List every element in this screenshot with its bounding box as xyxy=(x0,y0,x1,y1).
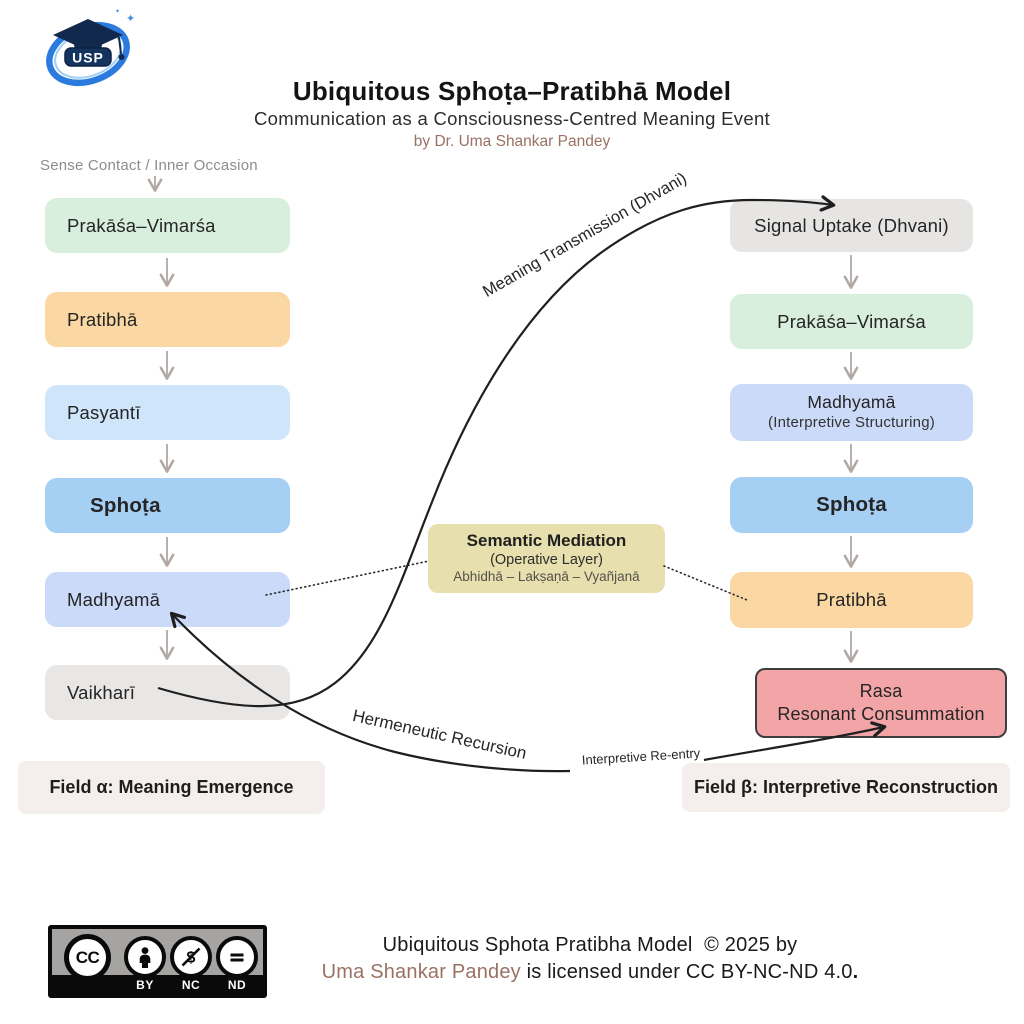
logo-text: USP xyxy=(72,50,104,66)
box-label: Pasyantī xyxy=(67,401,141,423)
entry-label: Sense Contact / Inner Occasion xyxy=(40,157,258,174)
box-right-signal-uptake: Signal Uptake (Dhvani) xyxy=(730,199,973,252)
box-left-prakasa-vimarsa: Prakāśa–Vimarśa xyxy=(45,198,290,253)
box-label: Vaikharī xyxy=(67,681,136,703)
sparkle-icon: ✦ xyxy=(115,8,120,15)
box-left-pasyanti: Pasyantī xyxy=(45,385,290,440)
box-label: Prakāśa–Vimarśa xyxy=(67,214,216,236)
flow-label-hermeneutic-recursion: Hermeneutic Recursion xyxy=(350,706,529,764)
box-left-pratibha: Pratibhā xyxy=(45,292,290,347)
box-label: Pratibhā xyxy=(816,589,887,610)
box-label: Rasa xyxy=(859,680,903,701)
field-beta-label: Field β: Interpretive Reconstruction xyxy=(682,763,1010,812)
box-left-madhyama: Madhyamā xyxy=(45,572,290,627)
graduation-cap-icon xyxy=(53,19,123,51)
usp-logo-graphic: USP ✦ ✦ xyxy=(46,8,135,87)
page-subtitle: Communication as a Consciousness-Centred… xyxy=(254,108,770,129)
cc-icon: CC xyxy=(64,934,111,981)
box-left-sphota: Sphoṭa xyxy=(45,478,290,533)
person-icon xyxy=(139,947,151,968)
license-line2: Uma Shankar Pandey is licensed under CC … xyxy=(295,959,885,986)
mediation-detail: Abhidhā – Lakṣaṇā – Vyañjanā xyxy=(453,569,640,584)
license-line2-rest: is licensed under CC BY-NC-ND 4.0 xyxy=(520,961,853,983)
box-right-rasa: Rasa Resonant Consummation xyxy=(755,668,1007,738)
flow-label-meaning-transmission: Meaning Transmission (Dhvani) xyxy=(479,169,690,301)
cc-badge-strip xyxy=(52,975,263,994)
license-text: Ubiquitous Sphota Pratibha Model © 2025 … xyxy=(295,932,885,986)
mediation-dotted-left xyxy=(265,560,430,596)
byline: by Dr. Uma Shankar Pandey xyxy=(413,133,611,150)
no-dollar-icon: $ xyxy=(181,947,201,967)
license-period: . xyxy=(852,961,859,983)
mediation-title: Semantic Mediation xyxy=(466,531,627,550)
mediation-subtitle: (Operative Layer) xyxy=(490,552,603,568)
sparkle-icon: ✦ xyxy=(126,13,135,25)
cc-nd-icon xyxy=(216,936,258,978)
box-label: Sphoṭa xyxy=(816,493,887,516)
box-left-vaikhari: Vaikharī xyxy=(45,665,290,720)
box-right-madhyama: Madhyamā (Interpretive Structuring) xyxy=(730,384,973,441)
box-label: Pratibhā xyxy=(67,308,138,330)
box-label: Sphoṭa xyxy=(90,493,161,517)
usp-logo: USP ✦ ✦ xyxy=(36,4,140,100)
box-label: Signal Uptake (Dhvani) xyxy=(754,214,949,236)
box-right-pratibha: Pratibhā xyxy=(730,572,973,628)
field-alpha-label: Field α: Meaning Emergence xyxy=(18,761,325,814)
cc-by-label: BY xyxy=(136,978,154,992)
license-author: Uma Shankar Pandey xyxy=(321,961,521,983)
box-label: Madhyamā xyxy=(807,392,896,413)
semantic-mediation-box: Semantic Mediation (Operative Layer) Abh… xyxy=(428,524,665,593)
license-line1: Ubiquitous Sphota Pratibha Model © 2025 … xyxy=(382,934,798,956)
logo-banner xyxy=(64,47,112,67)
cc-by-icon xyxy=(124,936,166,978)
cc-license-badge: CC $ BY NC ND xyxy=(48,925,267,998)
page-title: Ubiquitous Sphoṭa–Pratibhā Model xyxy=(292,76,732,106)
cc-nd-label: ND xyxy=(227,978,247,992)
tassel xyxy=(118,36,122,55)
box-right-prakasa-vimarsa: Prakāśa–Vimarśa xyxy=(730,294,973,349)
box-sublabel: Resonant Consummation xyxy=(777,704,985,724)
box-sublabel: (Interpretive Structuring) xyxy=(768,414,935,432)
box-label: Prakāśa–Vimarśa xyxy=(777,310,926,332)
box-right-sphota: Sphoṭa xyxy=(730,477,973,533)
cc-nc-label: NC xyxy=(181,978,201,992)
cc-nc-icon: $ xyxy=(170,936,212,978)
equals-icon xyxy=(230,953,244,962)
box-label: Madhyamā xyxy=(67,588,161,610)
